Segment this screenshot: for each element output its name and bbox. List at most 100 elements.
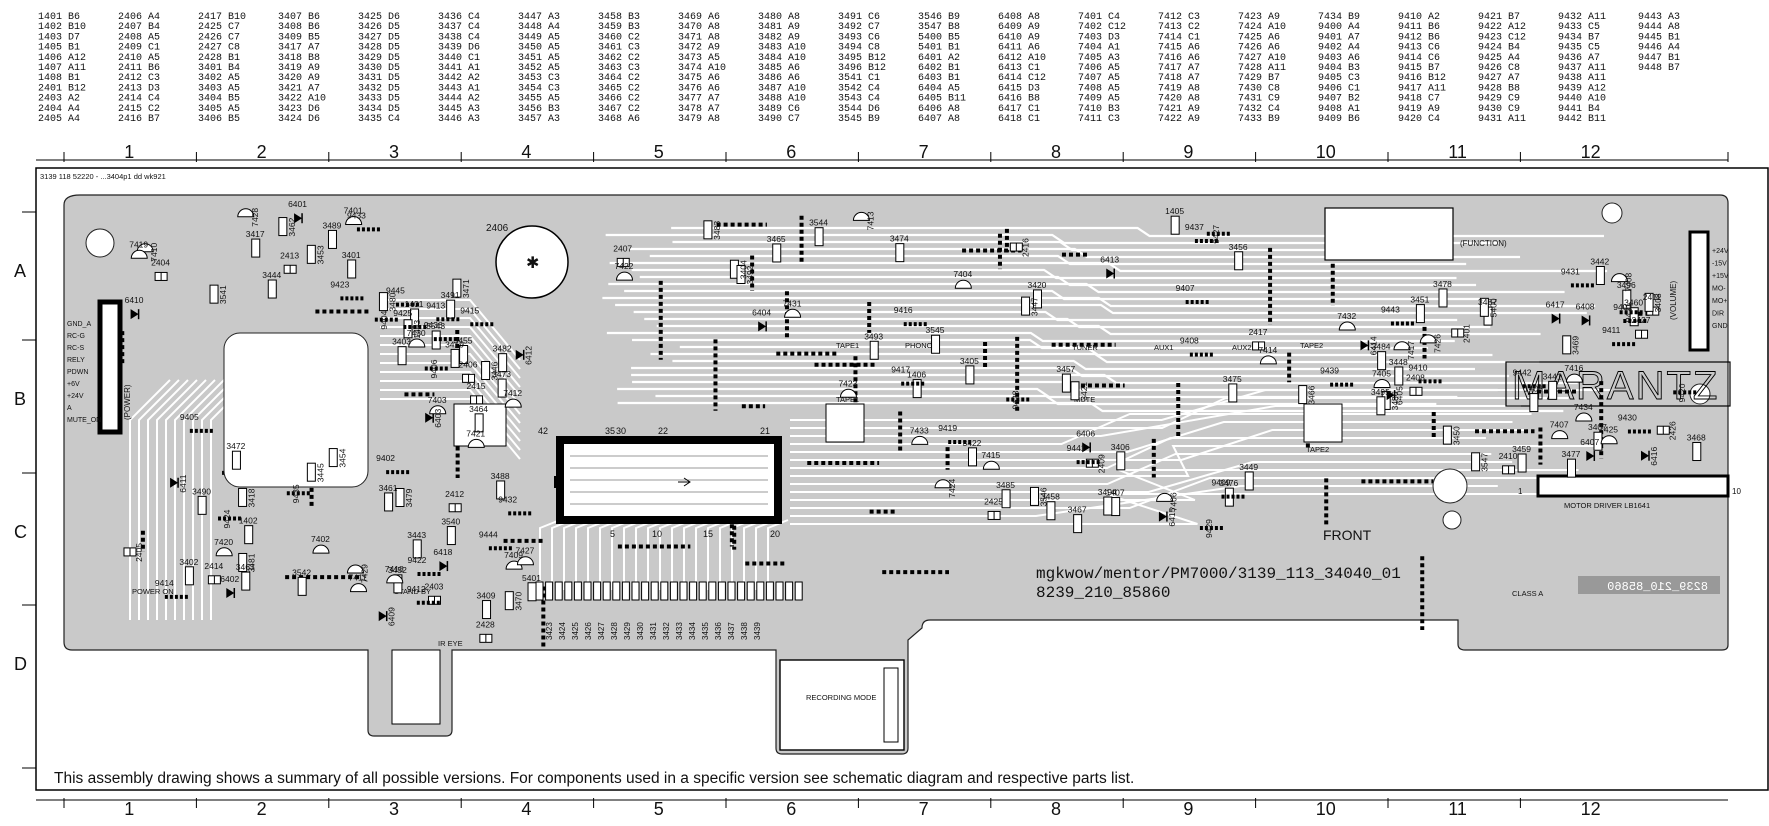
component-label: 2413 (280, 250, 299, 260)
index-entry: 3485 A6 (758, 63, 800, 74)
index-entry: 3468 A6 (598, 114, 640, 125)
index-entry: 6408 A8 (998, 12, 1040, 23)
component-label: 3545 (926, 325, 945, 335)
resistor (1415, 304, 1425, 324)
resistor (1562, 335, 1572, 355)
component-label: 3458 (1041, 492, 1060, 502)
component-label: 3461 (379, 483, 398, 493)
index-entry: 3430 D5 (358, 63, 400, 74)
index-entry: 3446 A3 (438, 114, 480, 125)
resistor (1073, 514, 1083, 534)
index-entry: 6407 A8 (918, 114, 960, 125)
component-label: 9407 (1176, 283, 1195, 293)
resistor (785, 581, 794, 601)
trace (380, 299, 521, 361)
index-entry: 3473 A5 (678, 53, 720, 64)
index-entry: 1402 B10 (38, 22, 86, 33)
index-entry: 6417 C1 (998, 104, 1040, 115)
component-label: 3450 (1451, 426, 1461, 445)
diode (130, 309, 139, 320)
resistor (1029, 486, 1039, 506)
index-entry: 3426 D5 (358, 22, 400, 33)
index-entry: 3476 A6 (678, 83, 720, 94)
left-pin-label: +6V (67, 381, 80, 388)
resistor (1377, 351, 1387, 371)
component-label: 6417 (1546, 300, 1565, 310)
index-entry: 7433 B9 (1238, 114, 1280, 125)
component-label: 9429 (1204, 519, 1214, 538)
index-entry: 3450 A5 (518, 43, 560, 54)
index-entry: 9415 B7 (1398, 63, 1440, 74)
column-label: 4 (521, 142, 531, 162)
component-label: 3468 (1687, 433, 1706, 443)
tape2-label: TAPE2 (1300, 341, 1323, 350)
left-pin-label: A (67, 405, 72, 412)
resistor (459, 344, 469, 364)
index-entry: 9438 A11 (1558, 73, 1606, 84)
transistor (615, 271, 633, 281)
diode (758, 321, 767, 332)
resistor (474, 413, 484, 433)
resistor (1529, 393, 1539, 413)
index-entry: 3479 A8 (678, 114, 720, 125)
column-label: 9 (1183, 142, 1193, 162)
column-label: 6 (786, 142, 796, 162)
index-entry: 3427 D5 (358, 32, 400, 43)
component-label: 5401 (522, 573, 541, 583)
row-label: D (14, 654, 27, 674)
resistor (1111, 497, 1121, 517)
component-label: 3453 (315, 245, 325, 264)
index-entry: 9422 A12 (1478, 22, 1526, 33)
resistor (446, 526, 456, 546)
component-label: 7434 (1574, 402, 1593, 412)
component-label: 7417 (1406, 341, 1416, 360)
index-entry: 3481 A9 (758, 22, 800, 33)
resistor (545, 581, 554, 601)
index-entry: 9448 B7 (1638, 63, 1680, 74)
index-entry: 5401 B1 (918, 43, 960, 54)
component-label: 7419 (129, 239, 148, 249)
index-entry: 3477 A7 (678, 94, 720, 105)
component-label: 7430 (407, 328, 426, 338)
footnote: This assembly drawing shows a summary of… (54, 770, 1134, 787)
index-entry: 3496 B12 (838, 63, 886, 74)
index-entry: 3475 A6 (678, 73, 720, 84)
component-label: 3459 (1512, 444, 1531, 454)
transistor (1600, 435, 1618, 445)
tuner-label: TUNER (1072, 343, 1098, 352)
index-entry: 3409 B5 (278, 32, 320, 43)
ic-pin-label: 42 (538, 426, 548, 436)
index-entry: 3465 C2 (598, 83, 640, 94)
ic-pin-label: 5 (610, 529, 615, 539)
index-entry: 7412 C3 (1158, 12, 1200, 23)
component-label: 3476 (1219, 478, 1238, 488)
motor-driver-7402 (1536, 474, 1730, 498)
trace (679, 345, 1493, 357)
column-label: 5 (654, 142, 664, 162)
resistor (446, 299, 456, 319)
resistor (931, 334, 941, 354)
index-entry: 3492 C7 (838, 22, 880, 33)
ic-arrow (678, 477, 691, 487)
index-entry: 3489 C6 (758, 104, 800, 115)
aux1-label: AUX1 (1154, 343, 1174, 352)
resistor (297, 576, 307, 596)
component-label: 2411 (1643, 292, 1662, 302)
diode (1158, 511, 1167, 522)
ic-pin-label: 30 (616, 426, 626, 436)
component-label: 2407 (613, 243, 632, 253)
component-label: 3451 (1410, 295, 1429, 305)
index-entry: 6404 A5 (918, 83, 960, 94)
component-label: 3485 (996, 480, 1015, 490)
component-label: 3495 (1371, 387, 1390, 397)
resistor (1298, 385, 1308, 405)
component-label: 6405 (1395, 386, 1405, 405)
component-label: 3463 (236, 562, 255, 572)
index-entry: 3443 A1 (438, 83, 480, 94)
resistor (504, 591, 514, 611)
resistor (450, 348, 460, 368)
component-label: 3465 (767, 234, 786, 244)
component-label: 3472 (226, 441, 245, 451)
resistor (965, 365, 975, 385)
component-label: 3428 (610, 622, 619, 640)
